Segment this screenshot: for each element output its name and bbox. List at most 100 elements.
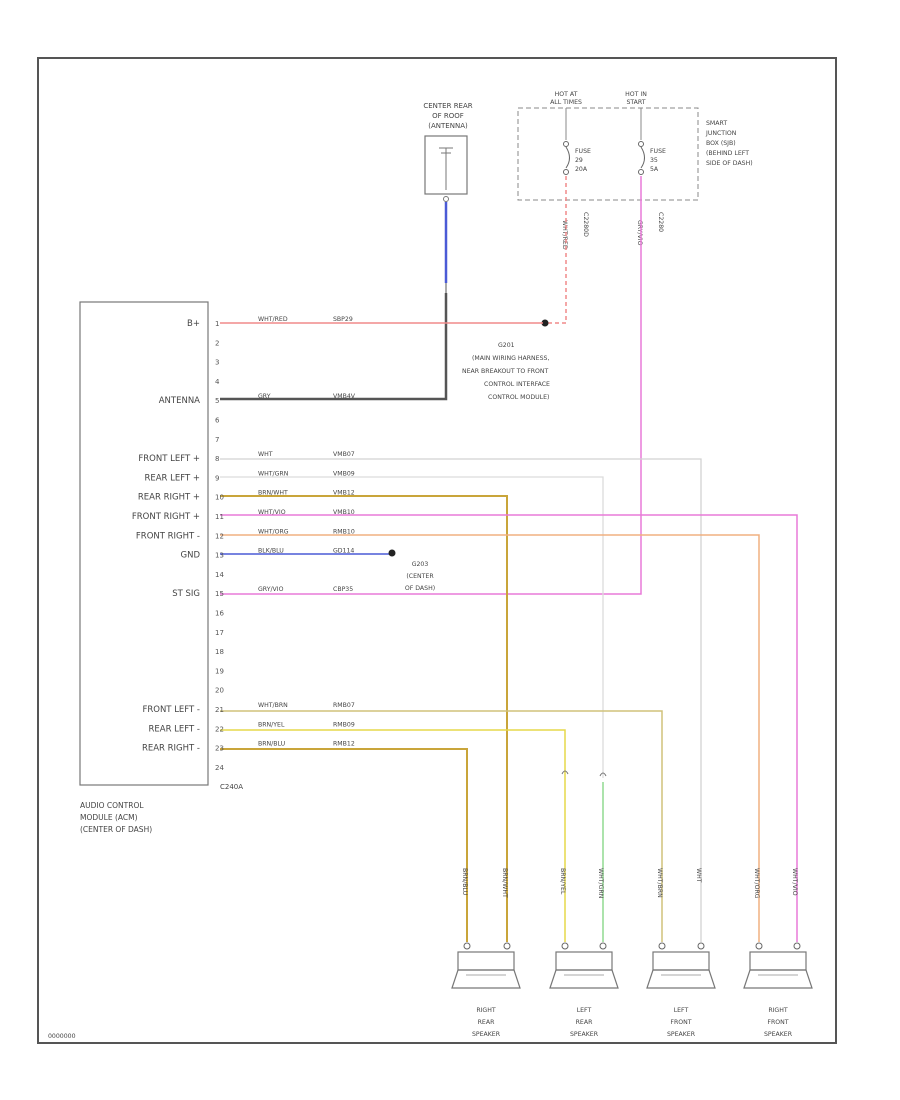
wire-circuit-label: SBP29 — [333, 316, 353, 323]
wire-color-label: GRY — [258, 393, 271, 400]
speaker-wire-label: WHT — [695, 868, 702, 883]
wire-color-label: BRN/YEL — [258, 721, 285, 728]
antenna-label-1: CENTER REAR — [423, 102, 472, 110]
pin-number: 21 — [215, 706, 224, 714]
wire-pin-23 — [220, 748, 468, 942]
pin-number: 14 — [215, 571, 224, 579]
fuse2-rating: 5A — [650, 166, 659, 173]
wire-color-label: WHT/BRN — [258, 702, 288, 709]
wire-pin-10 — [220, 495, 508, 942]
pin-number: 8 — [215, 455, 219, 463]
fuse2-label: FUSE — [650, 148, 666, 155]
wire-circuit-label: GD114 — [333, 548, 354, 555]
speaker-label: REAR — [576, 1019, 593, 1026]
module-connector: C240A — [220, 783, 243, 791]
wire-circuit-label: VMB4V — [333, 393, 356, 400]
sjb-label-1: SMART — [706, 120, 727, 127]
module-name-1: AUDIO CONTROL — [80, 801, 144, 810]
g203-line-3: OF DASH) — [405, 585, 435, 592]
pin-number: 7 — [215, 436, 219, 444]
wire-circuit-label: RMB09 — [333, 721, 355, 728]
pin-number: 12 — [215, 532, 224, 540]
speaker-wire-label: BRN/WHT — [501, 868, 508, 898]
g201-line-4: CONTROL INTERFACE — [484, 381, 550, 388]
speaker-label: SPEAKER — [764, 1031, 793, 1038]
wire-color-label: BRN/BLU — [258, 741, 285, 748]
wire-circuit-label: VMB07 — [333, 451, 355, 458]
pin-label: ST SIG — [172, 589, 200, 599]
diagram-frame — [37, 57, 837, 1044]
g201-line-3: NEAR BREAKOUT TO FRONT — [462, 368, 549, 375]
sjb-label-5: SIDE OF DASH) — [706, 160, 753, 167]
g203-line-2: (CENTER — [406, 573, 434, 580]
wire-color-label: WHT/VIO — [258, 509, 286, 516]
module-name-3: (CENTER OF DASH) — [80, 825, 152, 834]
speaker-wire-label: WHT/BRN — [656, 868, 663, 898]
wire-antenna — [220, 293, 448, 401]
pin-number: 20 — [215, 687, 224, 695]
speaker-wire-label: WHT/ORG — [753, 868, 760, 899]
pin-number: 10 — [215, 494, 224, 502]
speaker-label: SPEAKER — [570, 1031, 599, 1038]
sjb-wire-2: GRY/VIO — [636, 220, 643, 246]
module-name-2: MODULE (ACM) — [80, 813, 138, 822]
pin-number: 19 — [215, 667, 224, 675]
antenna-label-3: (ANTENNA) — [428, 122, 468, 130]
pin-label: FRONT RIGHT + — [132, 512, 200, 522]
speaker-wire-label: BRN/YEL — [559, 868, 566, 895]
ground-g201: G201 (MAIN WIRING HARNESS, NEAR BREAKOUT… — [462, 319, 550, 401]
wire-color-label: BLK/BLU — [258, 548, 284, 555]
wire-pin-11 — [220, 514, 798, 942]
pin-label: B+ — [187, 319, 200, 329]
g201-line-1: G201 — [498, 342, 515, 349]
wire-circuit-label: CBP35 — [333, 586, 353, 593]
pin-number: 13 — [215, 552, 224, 560]
speaker-label: SPEAKER — [472, 1031, 501, 1038]
wire-start-signal-feed — [220, 176, 642, 595]
hot-at-all-times-2: ALL TIMES — [550, 99, 582, 106]
fuse1-label: FUSE — [575, 148, 591, 155]
sjb-connector-2: C2280 — [657, 212, 664, 232]
pin-number: 18 — [215, 648, 224, 656]
speaker-wire-label: WHT/VIO — [791, 868, 798, 896]
speaker-label: FRONT — [767, 1019, 788, 1026]
ground-g203: G203 (CENTER OF DASH) — [388, 549, 435, 592]
wire-circuit-label: VMB09 — [333, 470, 355, 477]
speaker-label: REAR — [478, 1019, 495, 1026]
hot-in-start-1: HOT IN — [625, 91, 647, 98]
pin-number: 23 — [215, 745, 224, 753]
wire-circuit-label: VMB10 — [333, 509, 355, 516]
wire-pin-21 — [220, 710, 663, 942]
wire-color-label: GRY/VIO — [258, 586, 284, 593]
smart-junction-box: HOT AT ALL TIMES HOT IN START FUSE 29 20… — [517, 91, 753, 250]
speaker-wire-label: BRN/BLU — [461, 868, 468, 895]
wire-color-label: WHT/RED — [258, 316, 288, 323]
wire-color-label: WHT/GRN — [258, 470, 289, 477]
hot-at-all-times-1: HOT AT — [555, 91, 578, 98]
wire-circuit-label: RMB12 — [333, 741, 355, 748]
wire-pin-9 — [220, 476, 604, 778]
pin-number: 16 — [215, 610, 224, 618]
g203-line-1: G203 — [412, 561, 429, 568]
fuse1-rating: 20A — [575, 166, 588, 173]
pin-label: FRONT LEFT + — [138, 454, 200, 464]
pin-label: GND — [181, 551, 201, 561]
wire-color-label: WHT — [258, 451, 273, 458]
wire-color-label: BRN/WHT — [258, 490, 288, 497]
speaker-wire-label: WHT/GRN — [597, 868, 604, 899]
pin-label: FRONT LEFT - — [142, 705, 200, 715]
speaker-label: LEFT — [674, 1007, 689, 1014]
pin-number: 1 — [215, 320, 219, 328]
pin-number: 17 — [215, 629, 224, 637]
antenna-label-2: OF ROOF — [432, 112, 464, 120]
speaker-label: SPEAKER — [667, 1031, 696, 1038]
pin-number: 9 — [215, 474, 219, 482]
pin-number: 3 — [215, 359, 219, 367]
sjb-label-3: BOX (SJB) — [706, 140, 736, 147]
